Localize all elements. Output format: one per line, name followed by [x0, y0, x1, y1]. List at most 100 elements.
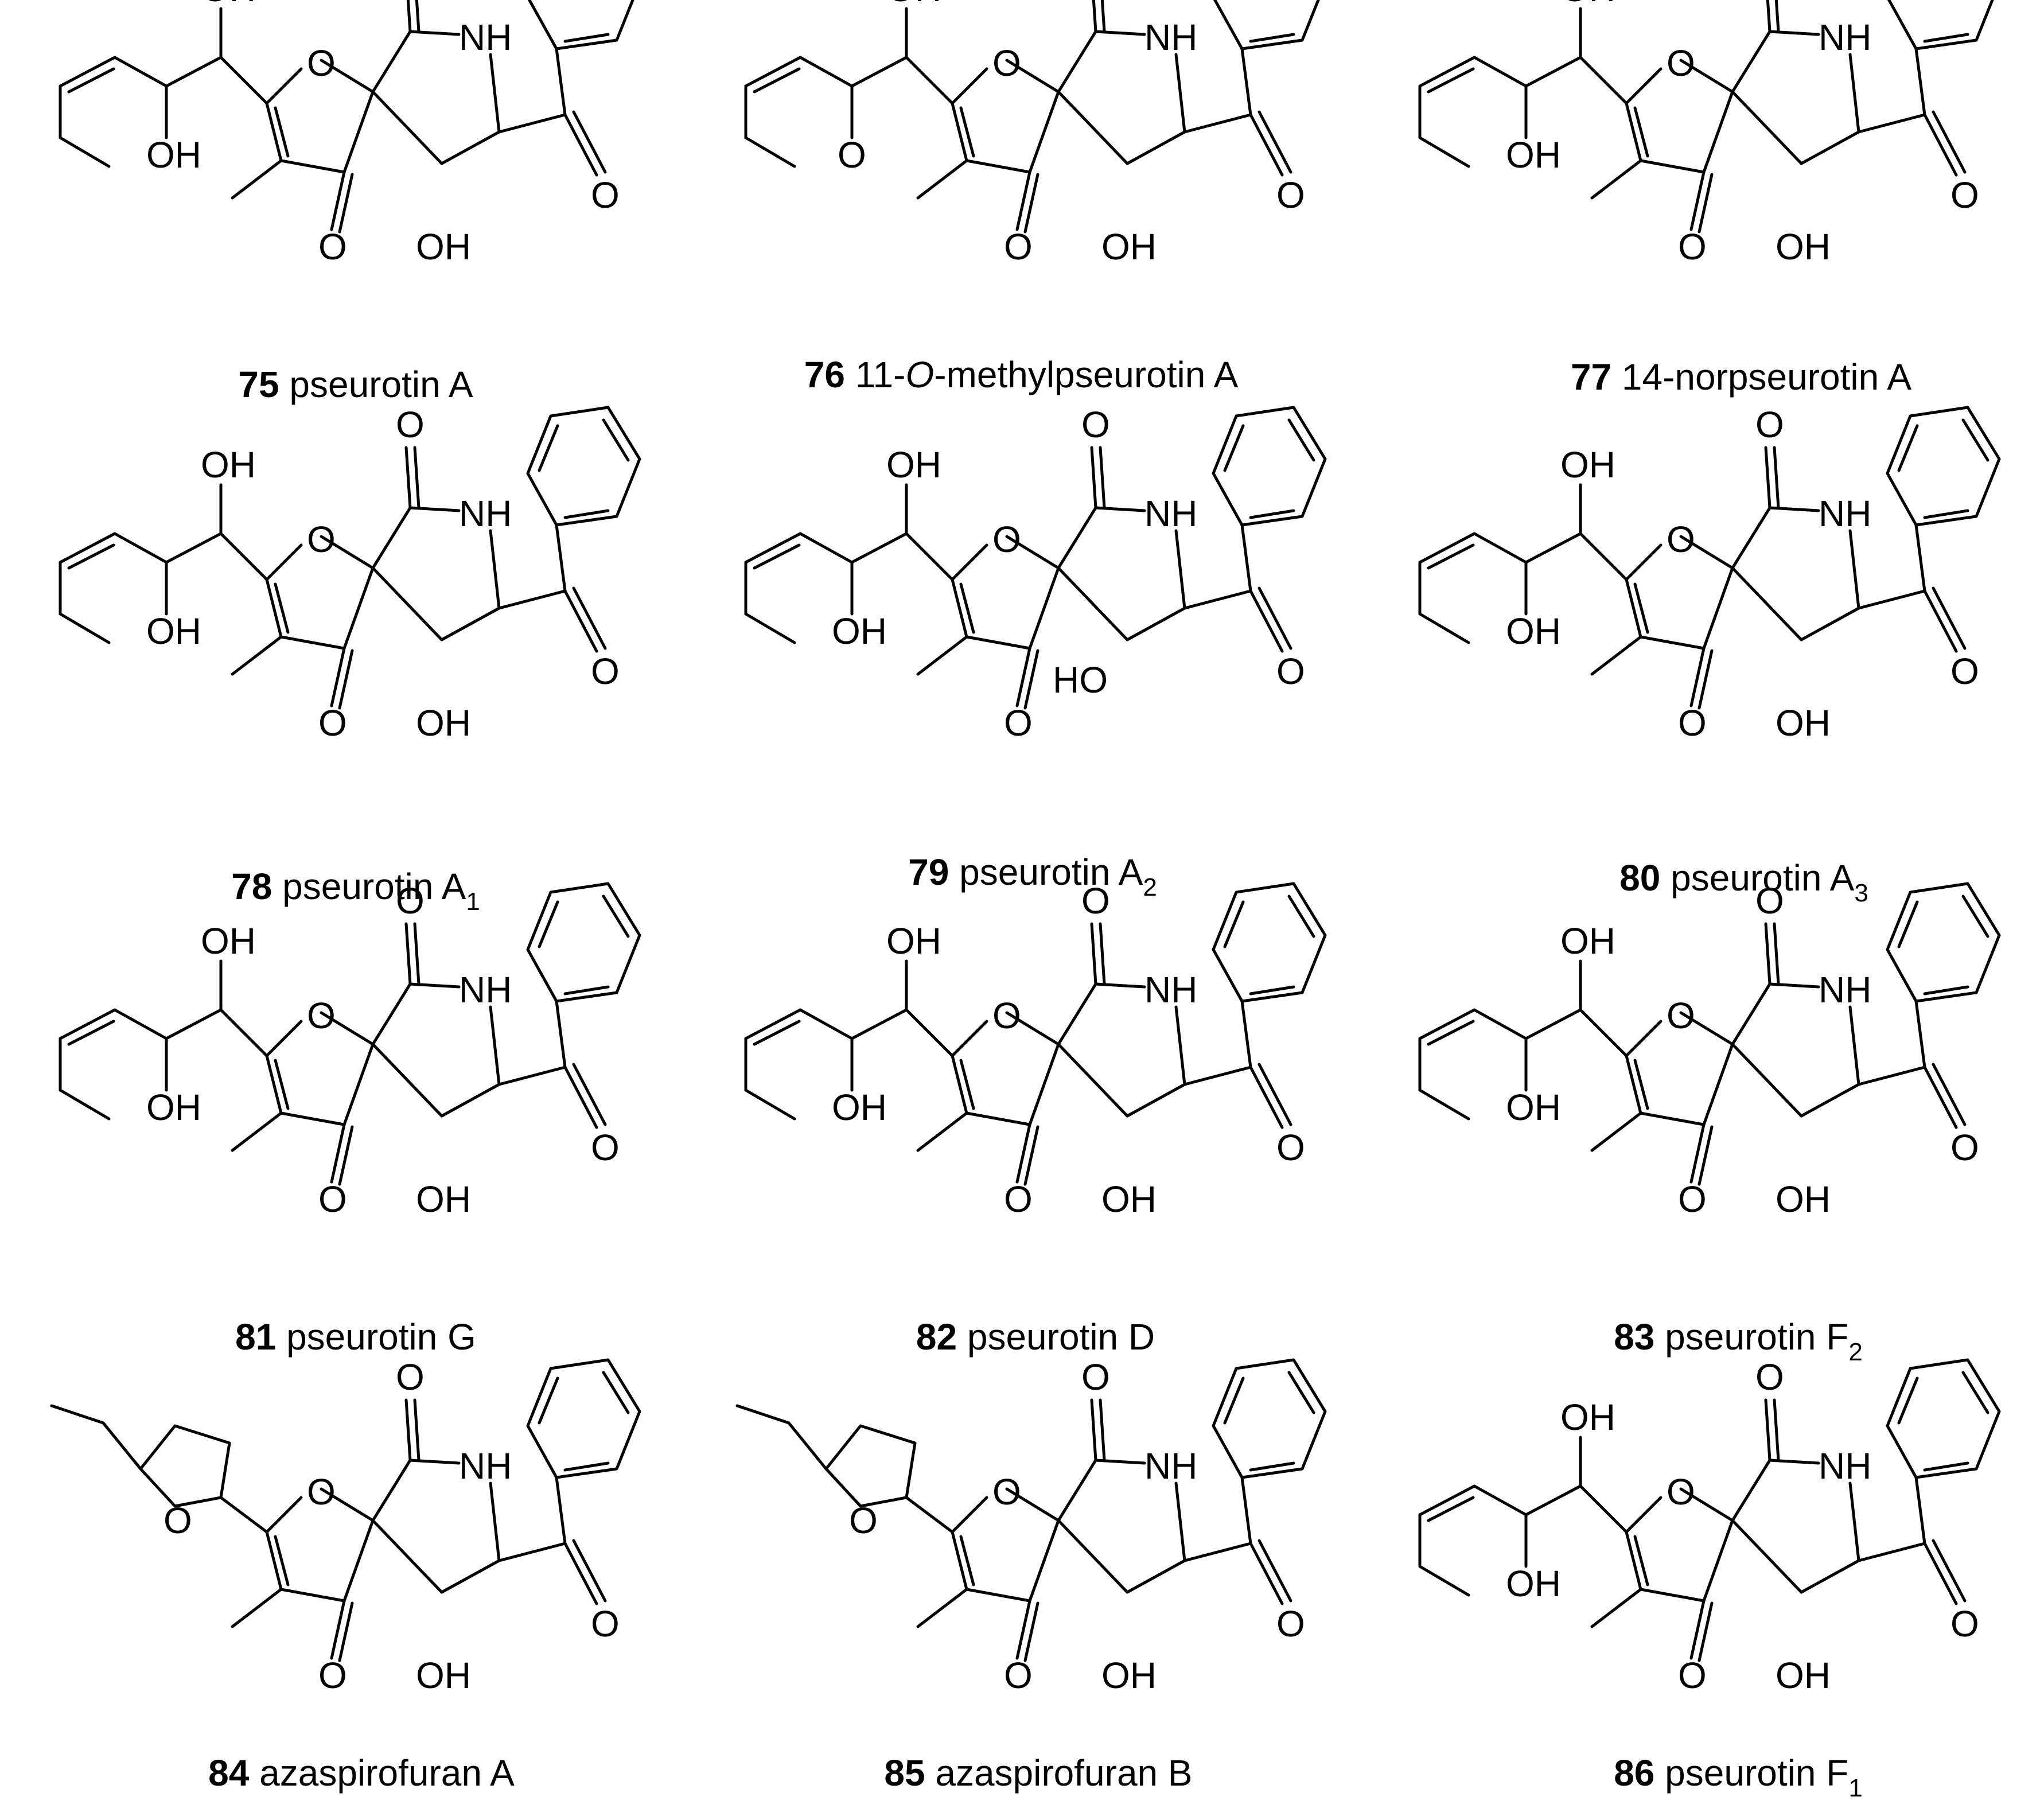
atom-label: OH	[886, 0, 941, 9]
atom-label: OH	[146, 134, 201, 176]
caption-83: 83 pseurotin F2	[1614, 1316, 1863, 1366]
atom-label: O	[591, 1603, 620, 1644]
caption-80: 80 pseurotin A3	[1619, 857, 1868, 907]
atom-label: O	[1276, 651, 1305, 692]
structure-77: O NH O O OH O OH OH	[1420, 0, 1999, 267]
caption-82: 82 pseurotin D	[916, 1316, 1155, 1358]
atom-label: NH	[1819, 17, 1871, 58]
caption-85: 85 azaspirofuran B	[884, 1752, 1192, 1794]
atom-label: NH	[1819, 493, 1871, 534]
atom-label: O	[1755, 1356, 1784, 1398]
atom-label: O	[1276, 1127, 1305, 1168]
atom-label: NH	[459, 969, 512, 1010]
structure-83: O NH O O OH O OH OH	[1420, 880, 1999, 1220]
caption-79: 79 pseurotin A2	[908, 851, 1157, 901]
atom-label: O	[1667, 519, 1695, 560]
atom-label: O	[591, 1127, 620, 1168]
atom-label: O	[992, 1471, 1021, 1512]
atom-label: OH	[1101, 226, 1157, 267]
atom-label: OH	[1506, 1563, 1561, 1604]
structure-84: O NH O O OH O O	[50, 1356, 640, 1696]
structure-86: O NH O O OH O OH OH	[1420, 1356, 1999, 1696]
atom-label: O	[1678, 226, 1707, 267]
atom-label: O	[307, 995, 336, 1036]
atom-label: O	[1950, 174, 1979, 216]
atom-label: O	[1950, 1603, 1979, 1644]
atom-label: O	[1004, 1655, 1033, 1696]
atom-label: O	[1667, 42, 1695, 84]
atom-label: O	[396, 880, 425, 921]
caption-75: 75 pseurotin A	[238, 364, 473, 405]
atom-label: HO	[1053, 659, 1108, 701]
atom-label: NH	[459, 17, 512, 58]
atom-label: OH	[1101, 1179, 1157, 1220]
structure-75: O NH O O OH O OH OH	[60, 0, 640, 267]
atom-label: NH	[459, 493, 512, 534]
atom-label: OH	[1560, 1397, 1615, 1438]
atom-label: NH	[1144, 17, 1197, 58]
atom-label: NH	[459, 1445, 512, 1487]
atom-label: OH	[1776, 702, 1831, 744]
atom-label: O	[1004, 702, 1033, 744]
atom-label: OH	[832, 1087, 887, 1128]
atom-label: O	[1678, 1179, 1707, 1220]
atom-label: O	[1667, 1471, 1695, 1512]
atom-label: O	[849, 1500, 878, 1541]
atom-label: OH	[1776, 226, 1831, 267]
atom-label: O	[1081, 404, 1110, 445]
atom-label: O	[1004, 1179, 1033, 1220]
atom-label: OH	[832, 610, 887, 652]
atom-label: O	[163, 1500, 192, 1541]
atom-label: OH	[1506, 1087, 1561, 1128]
atom-label: OH	[146, 610, 201, 652]
atom-label: OH	[201, 444, 256, 485]
atom-label: O	[1755, 404, 1784, 445]
structure-81: O NH O O OH O OH OH	[60, 880, 640, 1220]
atom-label: NH	[1819, 969, 1871, 1010]
atom-label: O	[307, 1471, 336, 1512]
structure-82: O NH O O OH O OH OH	[746, 880, 1325, 1220]
structure-85: O NH O O OH O O	[735, 1356, 1325, 1696]
caption-86: 86 pseurotin F1	[1614, 1752, 1863, 1802]
caption-78: 78 pseurotin A1	[231, 866, 480, 916]
caption-77: 77 14-norpseurotin A	[1571, 356, 1912, 398]
structure-80: O NH O O OH O OH OH	[1420, 404, 1999, 744]
atom-label: O	[1081, 1356, 1110, 1398]
caption-76: 76 11-O-methylpseurotin A	[804, 354, 1239, 395]
atom-label: NH	[1144, 493, 1197, 534]
atom-label: OH	[1506, 610, 1561, 652]
atom-label: OH	[1560, 0, 1615, 9]
atom-label: OH	[1506, 134, 1561, 176]
atom-label: O	[992, 519, 1021, 560]
atom-label: O	[1667, 995, 1695, 1036]
atom-label: O	[838, 134, 866, 176]
caption-81: 81 pseurotin G	[235, 1316, 476, 1358]
atom-label: OH	[146, 1087, 201, 1128]
atom-label: O	[1678, 1655, 1707, 1696]
atom-label: OH	[201, 920, 256, 962]
atom-label: O	[307, 42, 336, 84]
atom-label: O	[1276, 174, 1305, 216]
atom-label: O	[591, 174, 620, 216]
atom-label: NH	[1819, 1445, 1871, 1487]
atom-label: OH	[1560, 444, 1615, 485]
atom-label: O	[992, 42, 1021, 84]
atom-label: O	[1950, 651, 1979, 692]
atom-label: OH	[1560, 920, 1615, 962]
atom-label: OH	[1101, 1655, 1157, 1696]
atom-label: OH	[886, 920, 941, 962]
atom-label: OH	[1776, 1179, 1831, 1220]
atom-label: OH	[1776, 1655, 1831, 1696]
atom-label: NH	[1144, 969, 1197, 1010]
atom-label: O	[307, 519, 336, 560]
atom-label: O	[396, 1356, 425, 1398]
atom-label: O	[1950, 1127, 1979, 1168]
structure-78: O NH O O OH O OH OH	[60, 404, 640, 744]
atom-label: O	[318, 1179, 347, 1220]
atom-label: O	[1755, 880, 1784, 921]
structure-79: O NH O O HO O OH OH	[746, 404, 1325, 744]
atom-label: OH	[416, 1179, 471, 1220]
atom-label: OH	[201, 0, 256, 9]
atom-label: O	[1678, 702, 1707, 744]
